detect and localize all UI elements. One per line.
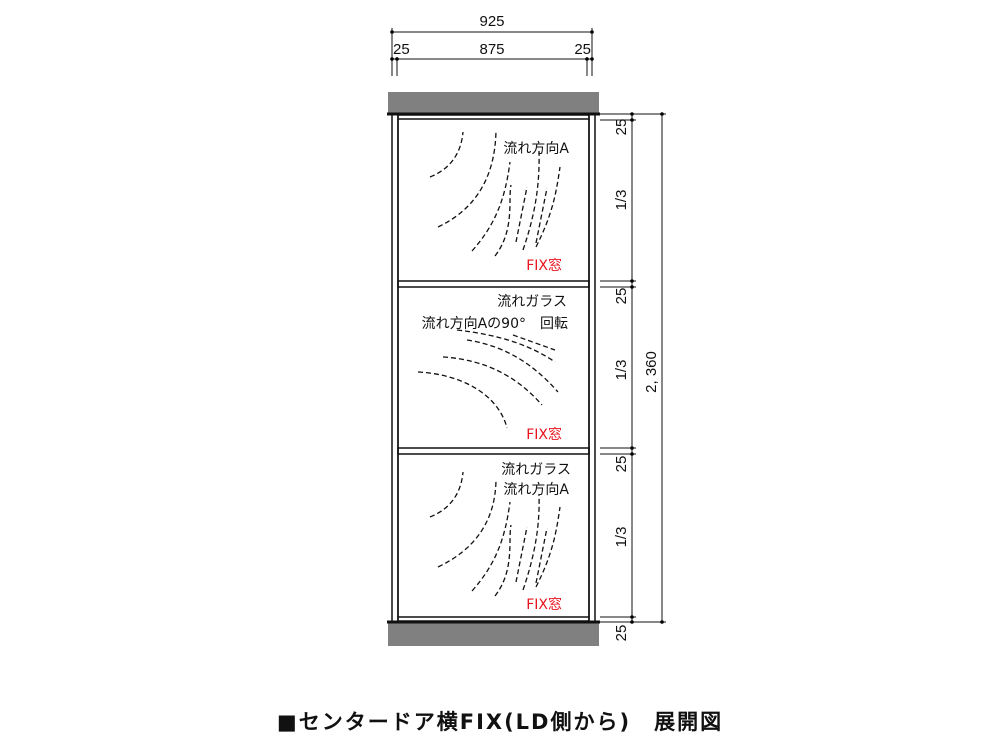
dim-mid2-25: 25 [613, 456, 630, 473]
dim-bottom-25: 25 [613, 625, 630, 642]
panel2-fix-label: FIX窓 [526, 426, 562, 443]
flow-pattern-lines [417, 329, 559, 429]
panel2-flow-label: 流れ方向Aの90° 回転 [422, 316, 568, 332]
left-margin-label: 25 [393, 41, 410, 58]
inner-width-label: 875 [479, 41, 504, 58]
panel3-glass-label: 流れガラス [501, 462, 571, 478]
dim-panel2-third: 1/3 [613, 360, 630, 381]
width-dimensions: 925 25 875 25 [390, 13, 594, 76]
panel3-fix-label: FIX窓 [526, 596, 562, 613]
glass-panel-top: 流れ方向A FIX窓 [429, 129, 569, 274]
dim-panel3-third: 1/3 [613, 527, 630, 548]
panel2-glass-label: 流れガラス [497, 294, 567, 310]
dim-mid1-25: 25 [613, 288, 630, 305]
dim-top-25: 25 [613, 119, 630, 136]
glass-panel-middle: 流れガラス 流れ方向Aの90° 回転 FIX窓 [417, 294, 568, 443]
panel1-fix-label: FIX窓 [526, 257, 562, 274]
panel1-flow-label: 流れ方向A [503, 141, 569, 157]
ceiling-block [388, 92, 599, 114]
window-frame [391, 113, 596, 623]
floor-block [388, 622, 599, 646]
flow-pattern-lines [429, 471, 561, 597]
dim-panel1-third: 1/3 [613, 190, 630, 211]
flow-pattern-lines [429, 129, 561, 257]
height-dimensions: 25 1/3 25 1/3 25 1/3 25 2, 360 [600, 112, 666, 641]
drawing-title: ■センタードア横FIX(LD側から) 展開図 [276, 710, 724, 734]
glass-panel-bottom: 流れガラス 流れ方向A FIX窓 [429, 462, 571, 613]
right-margin-label: 25 [574, 41, 591, 58]
panel3-flow-label: 流れ方向A [503, 482, 569, 498]
overall-width-label: 925 [479, 13, 504, 30]
overall-height-label: 2, 360 [643, 351, 660, 393]
